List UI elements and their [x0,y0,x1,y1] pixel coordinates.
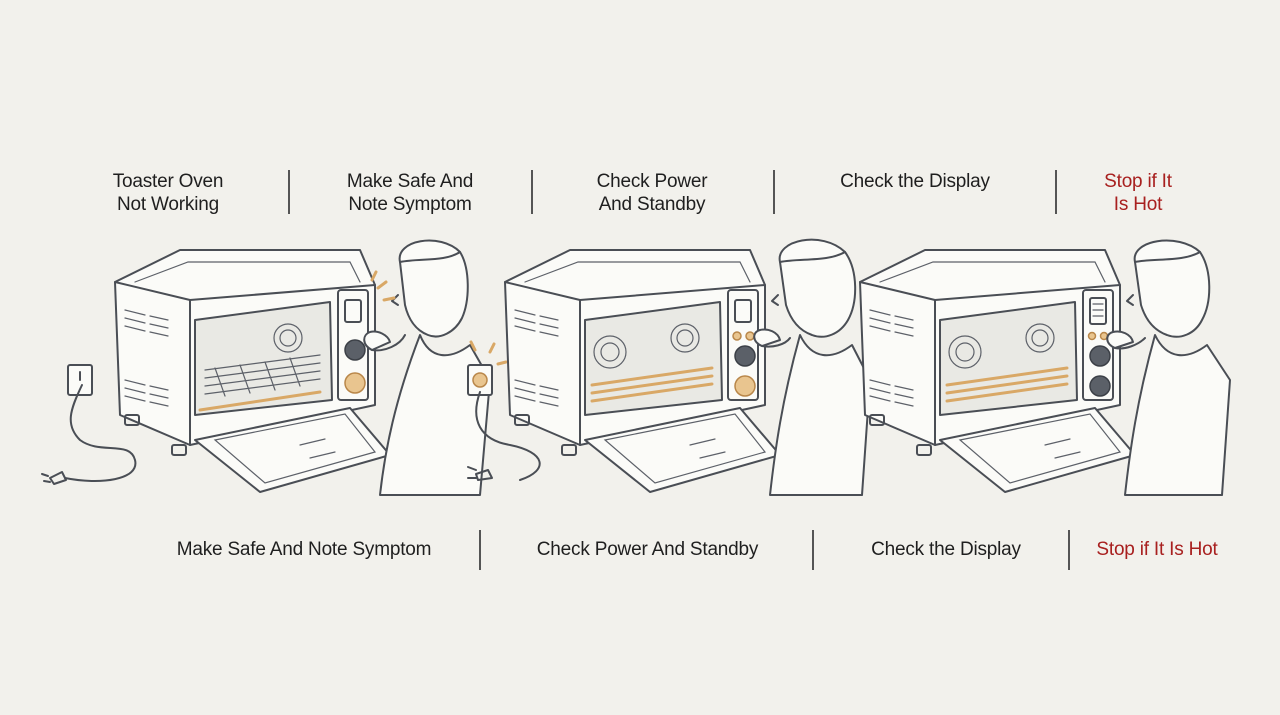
top-separator [773,170,775,214]
top-label-check-power: Check Power And Standby [596,171,708,215]
bottom-label-check-display: Check the Display [871,539,1021,560]
bottom-label-make-safe: Make Safe And Note Symptom [176,539,432,560]
bottom-separator [812,530,814,570]
panel-3-oven [859,249,1136,493]
bottom-label-check-power: Check Power And Standby [536,539,759,560]
panel-2-oven [467,249,781,493]
top-separator [531,170,533,214]
top-label-stop-if-hot: Stop if It Is Hot [1104,171,1172,215]
panel-1-oven [41,249,391,493]
panel-1-person [363,239,491,496]
top-separator [288,170,290,214]
top-label-toaster-oven-not-working: Toaster Oven Not Working [112,171,224,215]
panel-3-person [1106,239,1231,496]
panel-2-person [753,238,871,496]
bottom-separator [1068,530,1070,570]
top-label-make-safe: Make Safe And Note Symptom [346,171,474,215]
bottom-separator [479,530,481,570]
top-label-check-display: Check the Display [840,171,990,192]
bottom-label-stop-if-hot: Stop if It Is Hot [1096,539,1218,560]
top-separator [1055,170,1057,214]
